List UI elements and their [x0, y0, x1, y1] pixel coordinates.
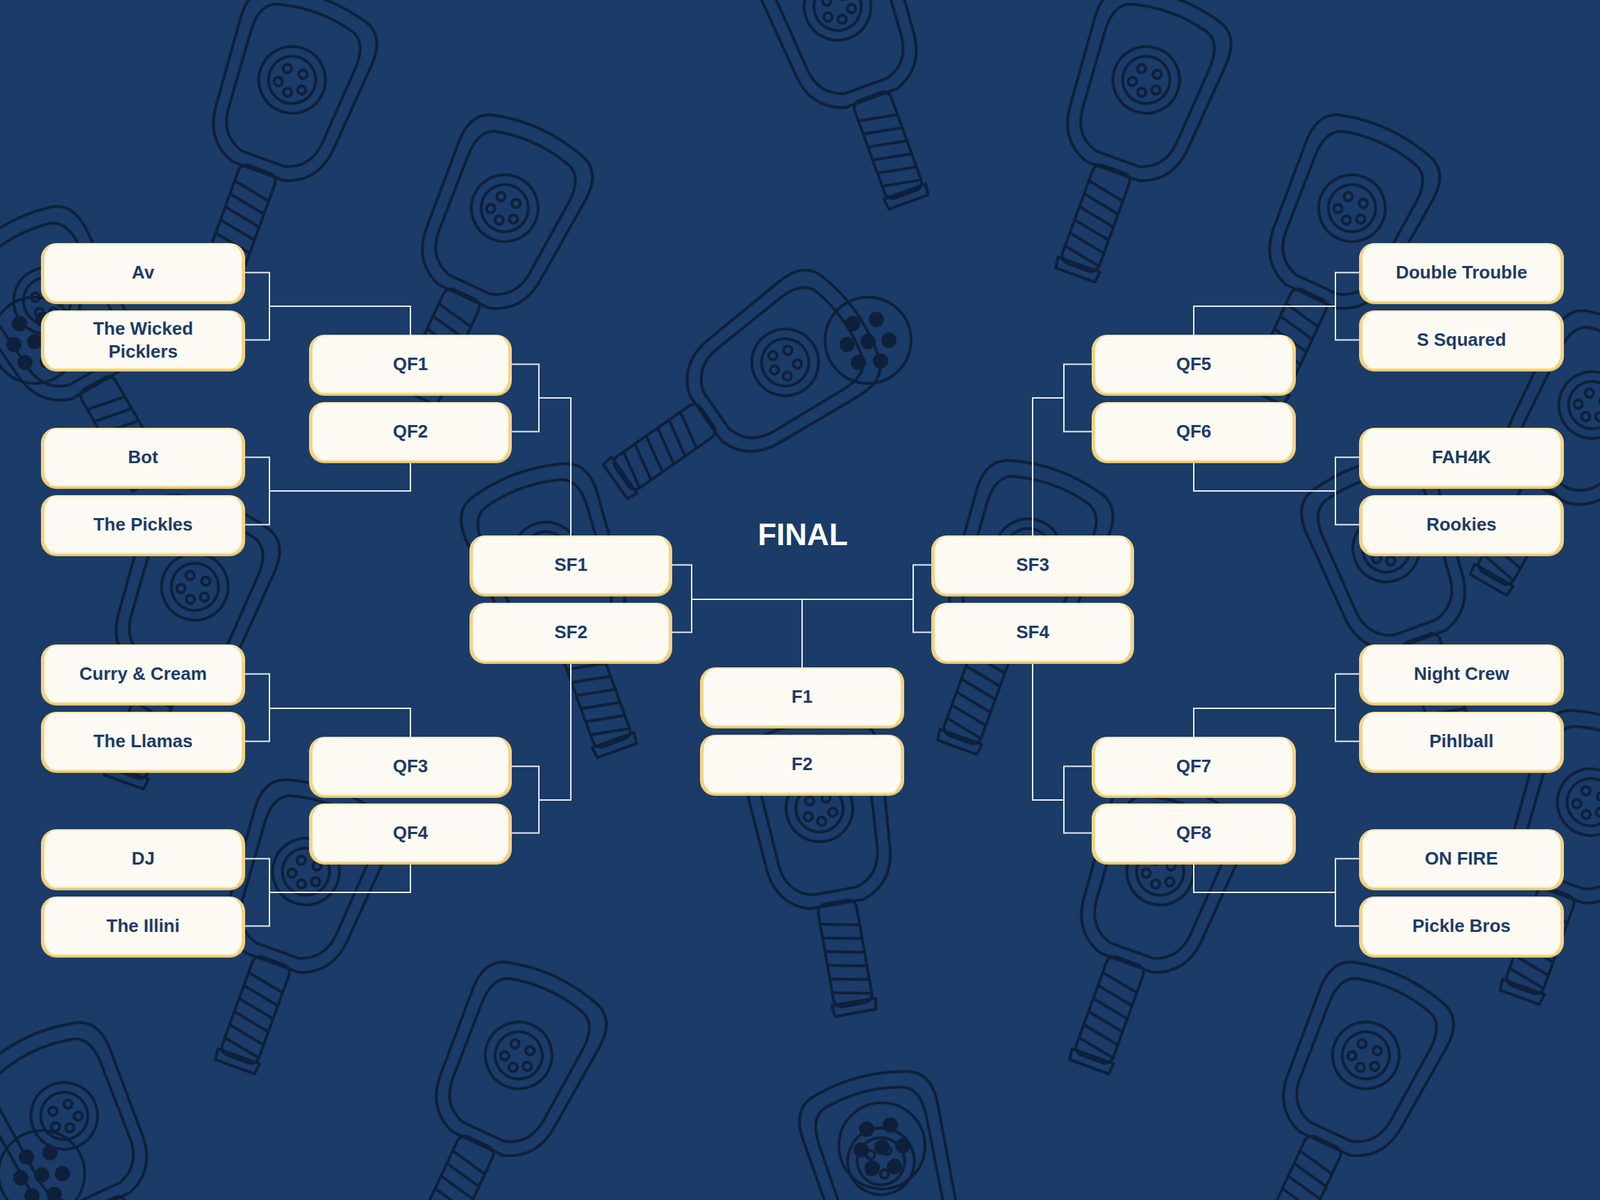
team-box: The Illini — [40, 896, 246, 956]
bracket-connector — [511, 397, 571, 536]
match-label: QF7 — [1176, 754, 1212, 778]
match-box: QF5 — [1091, 334, 1296, 394]
bracket-connector — [511, 661, 571, 834]
match-label: QF4 — [393, 821, 429, 845]
bracket-connector — [802, 599, 932, 668]
match-box: SF1 — [469, 535, 673, 595]
match-label: QF5 — [1176, 352, 1212, 376]
team-box: DJ — [40, 829, 246, 889]
paddle-illustration — [575, 255, 897, 539]
team-name: Night Crew — [1413, 662, 1510, 686]
ball-illustration — [825, 297, 912, 384]
team-name: Bot — [127, 445, 158, 469]
bracket-connector — [672, 599, 803, 668]
paddle-illustration — [1214, 947, 1466, 1200]
match-label: SF2 — [554, 620, 588, 644]
bracket-connector — [245, 859, 411, 894]
bracket-connector — [1193, 674, 1360, 738]
match-label: SF4 — [1015, 620, 1050, 644]
team-box: Pihlball — [1359, 711, 1564, 771]
match-label: SF3 — [1015, 553, 1050, 577]
match-label: QF1 — [393, 352, 429, 376]
bracket-connector — [511, 364, 571, 537]
match-box: QF2 — [309, 402, 512, 462]
team-name: Double Trouble — [1395, 261, 1528, 285]
team-box: Bot — [40, 427, 246, 487]
bracket-title: FINAL — [757, 517, 848, 553]
team-box: ON FIRE — [1359, 829, 1564, 889]
team-box: Av — [40, 243, 246, 303]
team-name: FAH4K — [1431, 445, 1491, 469]
match-label: SF1 — [554, 553, 588, 577]
team-name: Rookies — [1426, 513, 1497, 537]
paddle-illustration — [367, 947, 619, 1200]
match-box: F2 — [700, 734, 905, 794]
team-name: The Pickles — [93, 513, 193, 537]
bracket-connector — [1193, 862, 1360, 927]
match-box: QF3 — [309, 736, 512, 796]
match-box: QF8 — [1091, 803, 1296, 863]
team-box: Night Crew — [1359, 644, 1564, 704]
paddle-illustration — [742, 0, 975, 226]
team-name: DJ — [131, 847, 155, 871]
team-box: Rookies — [1359, 495, 1564, 555]
team-name: The Llamas — [93, 729, 193, 753]
team-box: The Pickles — [40, 495, 246, 555]
bracket-connector — [245, 457, 411, 492]
bracket-connector — [1032, 364, 1092, 537]
paddle-illustration — [1009, 0, 1242, 299]
team-name: S Squared — [1416, 328, 1507, 352]
bracket-connector — [1193, 461, 1360, 525]
team-box: Curry & Cream — [40, 644, 246, 704]
match-box: QF1 — [309, 334, 512, 394]
team-name: Curry & Cream — [79, 662, 207, 686]
match-box: F1 — [700, 667, 905, 727]
bracket-connector — [672, 565, 803, 669]
match-label: QF3 — [393, 754, 429, 778]
paddle-illustration — [450, 450, 683, 775]
match-box: QF7 — [1091, 736, 1296, 796]
team-box: S Squared — [1359, 310, 1564, 370]
match-label: QF2 — [393, 420, 429, 444]
team-name: Pihlball — [1429, 729, 1494, 753]
bracket-connector — [1193, 859, 1360, 894]
bracket-connector — [245, 461, 411, 525]
team-name: ON FIRE — [1425, 847, 1498, 871]
bracket-connector — [511, 661, 571, 800]
match-box: SF2 — [469, 602, 673, 662]
bracket-connector — [1193, 457, 1360, 492]
bracket-connector — [802, 565, 932, 669]
ball-illustration — [0, 1130, 85, 1200]
match-box: SF3 — [931, 535, 1135, 595]
bracket-connector — [1032, 661, 1092, 800]
team-box: Pickle Bros — [1359, 896, 1564, 956]
team-name: Pickle Bros — [1412, 914, 1512, 938]
team-name: The Illini — [106, 914, 180, 938]
match-box: SF4 — [931, 602, 1135, 662]
team-box: The Llamas — [40, 711, 246, 771]
match-label: F2 — [791, 752, 813, 776]
bracket-connector — [1193, 272, 1360, 336]
bracket-connector — [1032, 397, 1092, 536]
match-box: QF4 — [309, 803, 512, 863]
match-box: QF6 — [1091, 402, 1296, 462]
match-label: QF8 — [1176, 821, 1212, 845]
team-box: Double Trouble — [1359, 243, 1564, 303]
team-box: The Wicked Picklers — [40, 310, 246, 370]
match-label: QF6 — [1176, 420, 1212, 444]
paddle-illustration — [0, 1007, 216, 1200]
bracket-connector — [1032, 661, 1092, 834]
team-name: The Wicked Picklers — [68, 317, 219, 363]
team-box: FAH4K — [1359, 427, 1564, 487]
ball-illustration — [838, 1102, 925, 1189]
team-name: Av — [131, 261, 155, 285]
match-label: F1 — [791, 685, 813, 709]
paddle-illustration — [790, 1059, 1003, 1200]
bracket-connector — [245, 862, 411, 927]
